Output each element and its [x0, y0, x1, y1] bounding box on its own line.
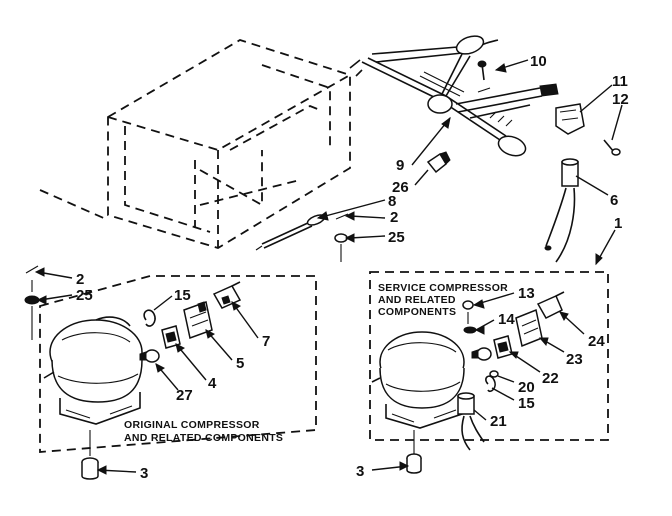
label-12: 12: [612, 91, 629, 108]
label-5: 5: [236, 355, 244, 372]
label-8: 8: [388, 193, 396, 210]
label-15-original: 15: [174, 287, 191, 304]
label-27: 27: [176, 387, 193, 404]
label-23: 23: [566, 351, 583, 368]
label-24: 24: [588, 333, 605, 350]
overload-part-22: [471, 347, 492, 361]
relay-part-4: [161, 325, 181, 349]
clip-part-24: [536, 291, 565, 319]
service-caption-line2: AND RELATED: [378, 294, 456, 306]
label-20: 20: [518, 379, 535, 396]
label-22: 22: [542, 370, 559, 387]
capacitor-part-21: [457, 392, 485, 451]
label-11: 11: [612, 73, 628, 90]
relay-cover-part-5: [183, 301, 213, 339]
relay-part-23: [493, 335, 513, 359]
washer-parts-left: [24, 265, 40, 340]
label-10: 10: [530, 53, 547, 70]
original-compressor: [43, 316, 143, 425]
screw-part-10: [477, 60, 491, 93]
label-26: 26: [392, 179, 409, 196]
label-3-left: 3: [140, 465, 148, 482]
part-number-labels: 10 11 12 9 26 6 1 8 2 25 2 25 15 7 5 4 2…: [76, 53, 629, 482]
leader-lines: [34, 59, 623, 475]
service-compressor-group-box: [369, 271, 609, 441]
label-21: 21: [490, 413, 507, 430]
original-caption-line2: AND RELATED COMPONENTS: [124, 432, 283, 444]
washer-part-13: [462, 300, 474, 324]
washer-part-14: [463, 326, 477, 334]
screw-part-12: [603, 139, 621, 156]
capacitor-part-6: [544, 158, 579, 263]
wiring-harness: [349, 35, 559, 157]
label-9: 9: [396, 157, 404, 174]
label-6: 6: [610, 192, 618, 209]
bracket-part-11: [555, 103, 585, 135]
label-1: 1: [614, 215, 622, 232]
service-compressor: [371, 331, 465, 429]
service-caption-line1: SERVICE COMPRESSOR: [378, 282, 508, 294]
relay-cover-service: [515, 308, 543, 348]
original-caption-line1: ORIGINAL COMPRESSOR: [124, 419, 260, 431]
label-2-left: 2: [76, 271, 84, 288]
group-captions: ORIGINAL COMPRESSOR AND RELATED COMPONEN…: [124, 282, 508, 444]
overload-part-27: [139, 349, 160, 363]
label-7: 7: [262, 333, 270, 350]
wire-clip-part-15-service: [485, 375, 496, 393]
cabinet-outline: [39, 39, 351, 249]
wire-clip-part-15-original: [143, 309, 156, 327]
label-25-left: 25: [76, 287, 93, 304]
label-4: 4: [208, 375, 217, 392]
label-13: 13: [518, 285, 535, 302]
label-15-service: 15: [518, 395, 535, 412]
clip-part-20: [489, 370, 499, 378]
label-3-right: 3: [356, 463, 364, 480]
original-compressor-group-box: [39, 275, 317, 453]
grommet-part-3-right: [406, 430, 422, 474]
label-25-center: 25: [388, 229, 405, 246]
service-caption-line3: COMPONENTS: [378, 306, 456, 318]
label-2-center: 2: [390, 209, 398, 226]
grommet-part-3-left: [81, 430, 99, 480]
label-14: 14: [498, 311, 515, 328]
clip-part-26: [426, 151, 451, 174]
